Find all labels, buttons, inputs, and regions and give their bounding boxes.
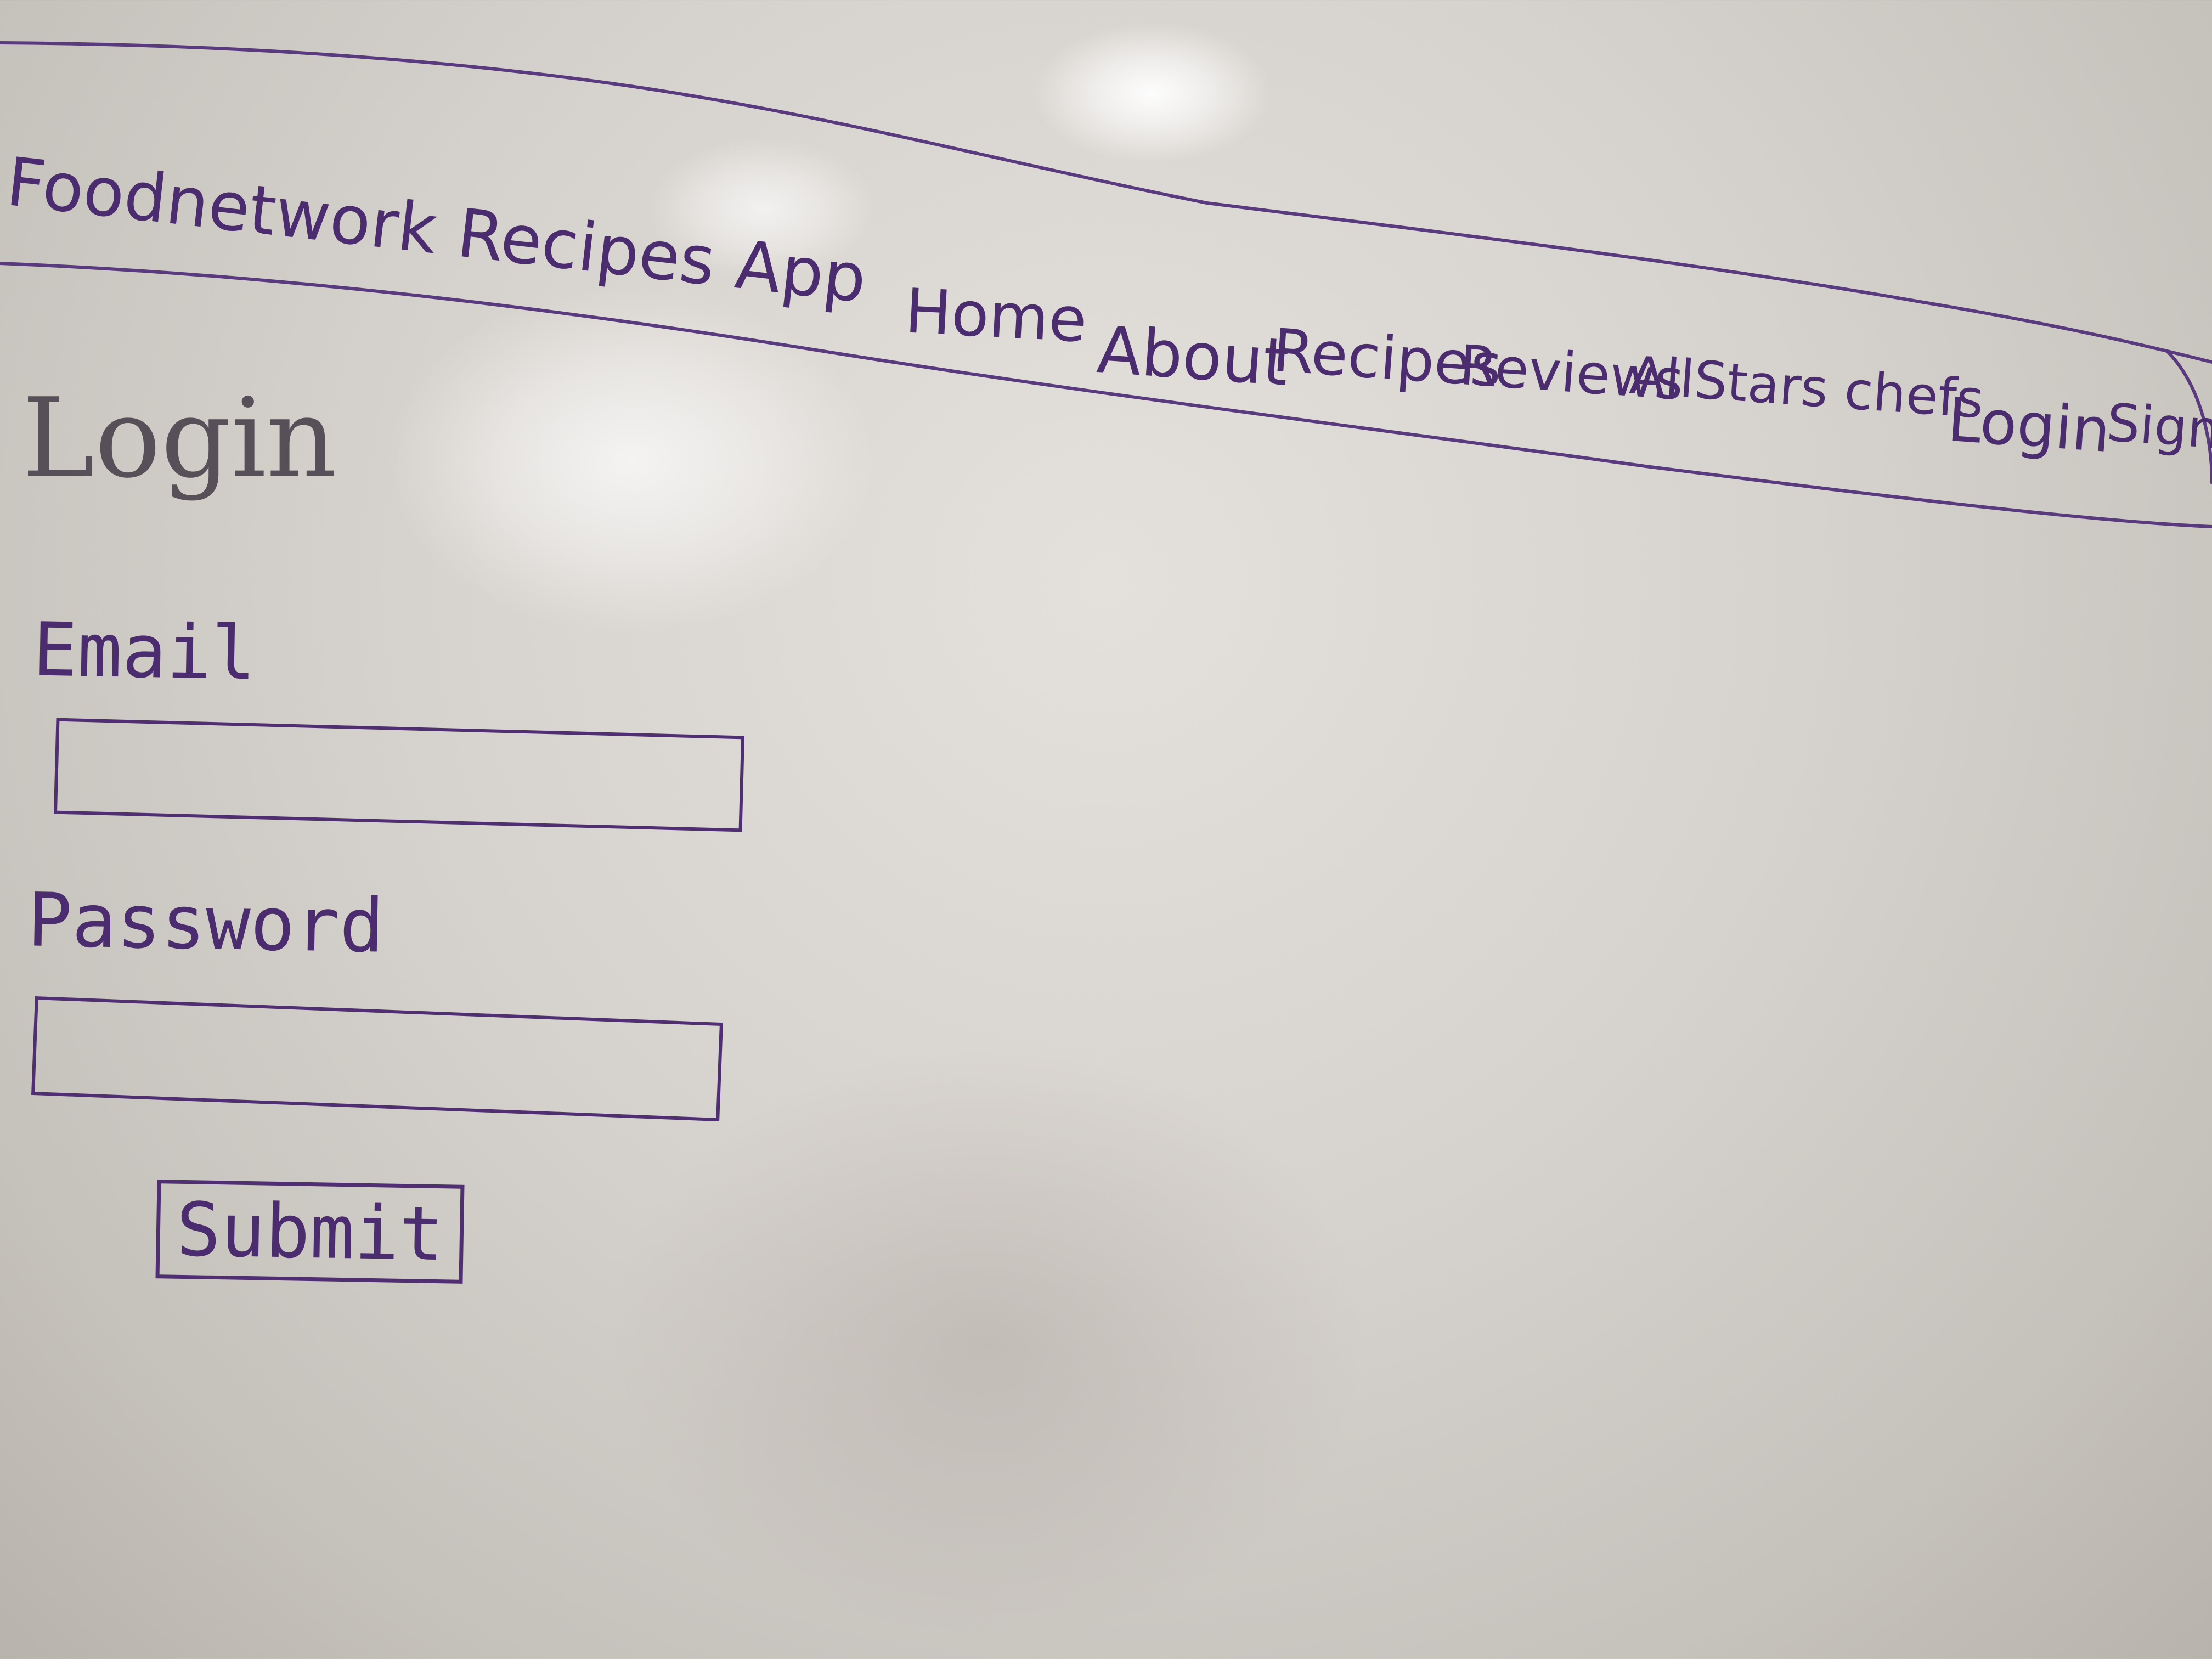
nav-login[interactable]: Login [1945,384,2113,466]
login-title: Login [22,375,337,503]
email-label: Email [32,606,257,697]
header-band-right-cap [2165,349,2212,484]
header-band-bottom-line [0,262,2212,528]
nav-about[interactable]: About [1094,311,1291,401]
password-label: Password [26,877,385,969]
email-field[interactable] [53,718,745,832]
nav-signup[interactable]: Signup [2104,392,2212,466]
nav-home[interactable]: Home [903,275,1088,357]
header-band-top-line [0,41,2212,364]
submit-button[interactable]: Submit [155,1180,465,1284]
